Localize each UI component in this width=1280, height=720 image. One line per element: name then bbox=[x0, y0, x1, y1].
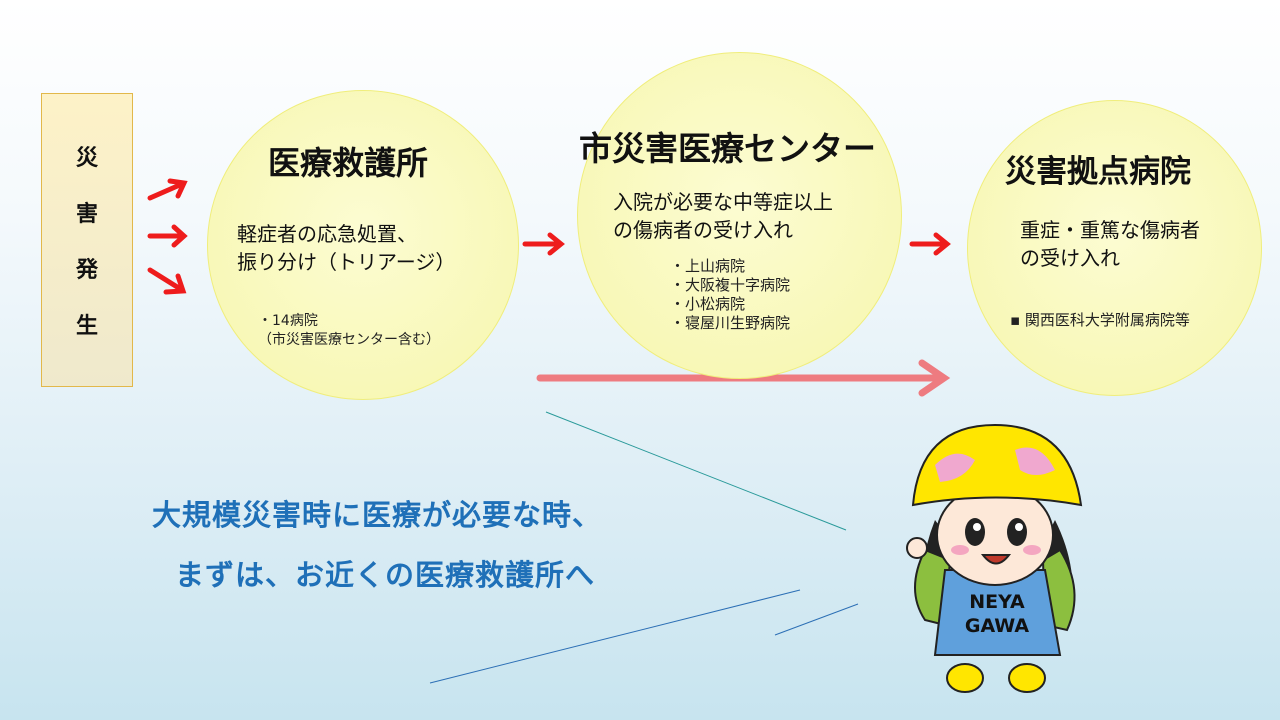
city-center-hospitals: ・上山病院・大阪複十字病院・小松病院・寝屋川生野病院 bbox=[670, 257, 791, 332]
label-char: 生 bbox=[75, 314, 98, 339]
arrow-icon bbox=[909, 232, 951, 256]
arrow-icon bbox=[147, 178, 188, 201]
shirt-text-gawa: GAWA bbox=[965, 615, 1030, 637]
city-center-circle bbox=[577, 52, 902, 379]
first-aid-notes: ・14病院（市災害医療センター含む） bbox=[258, 313, 440, 348]
arrow-icon bbox=[147, 224, 188, 248]
red-arrows bbox=[147, 178, 951, 295]
base-hospital-circle bbox=[967, 100, 1262, 396]
city-center-desc: 入院が必要な中等症以上の傷病者の受け入れ bbox=[613, 190, 833, 242]
first-aid-station-circle bbox=[207, 90, 519, 400]
base-hospital-title: 災害拠点病院 bbox=[1005, 154, 1191, 190]
decorative-lines bbox=[545, 411, 847, 531]
arrow-icon bbox=[522, 232, 565, 256]
mascot-illustration: NEYA GAWA bbox=[906, 423, 1083, 693]
label-char: 発 bbox=[75, 258, 98, 283]
city-center-title: 市災害医療センター bbox=[579, 129, 876, 168]
base-hospital-note: ▪ 関西医科大学附属病院等 bbox=[1010, 311, 1190, 329]
shirt-text-neya: NEYA bbox=[969, 591, 1025, 613]
base-hospital-desc: 重症・重篤な傷病者の受け入れ bbox=[1020, 218, 1200, 270]
arrow-icon bbox=[147, 267, 187, 295]
message-line-2: まずは、お近くの医療救護所へ bbox=[175, 558, 596, 592]
label-char: 災 bbox=[75, 146, 98, 171]
label-char: 害 bbox=[75, 202, 98, 227]
first-aid-desc: 軽症者の応急処置、振り分け（トリアージ） bbox=[237, 222, 456, 274]
message-line-1: 大規模災害時に医療が必要な時、 bbox=[152, 498, 603, 532]
first-aid-title: 医療救護所 bbox=[268, 144, 429, 182]
disaster-occurrence-box: 災 害 発 生 bbox=[41, 93, 133, 387]
